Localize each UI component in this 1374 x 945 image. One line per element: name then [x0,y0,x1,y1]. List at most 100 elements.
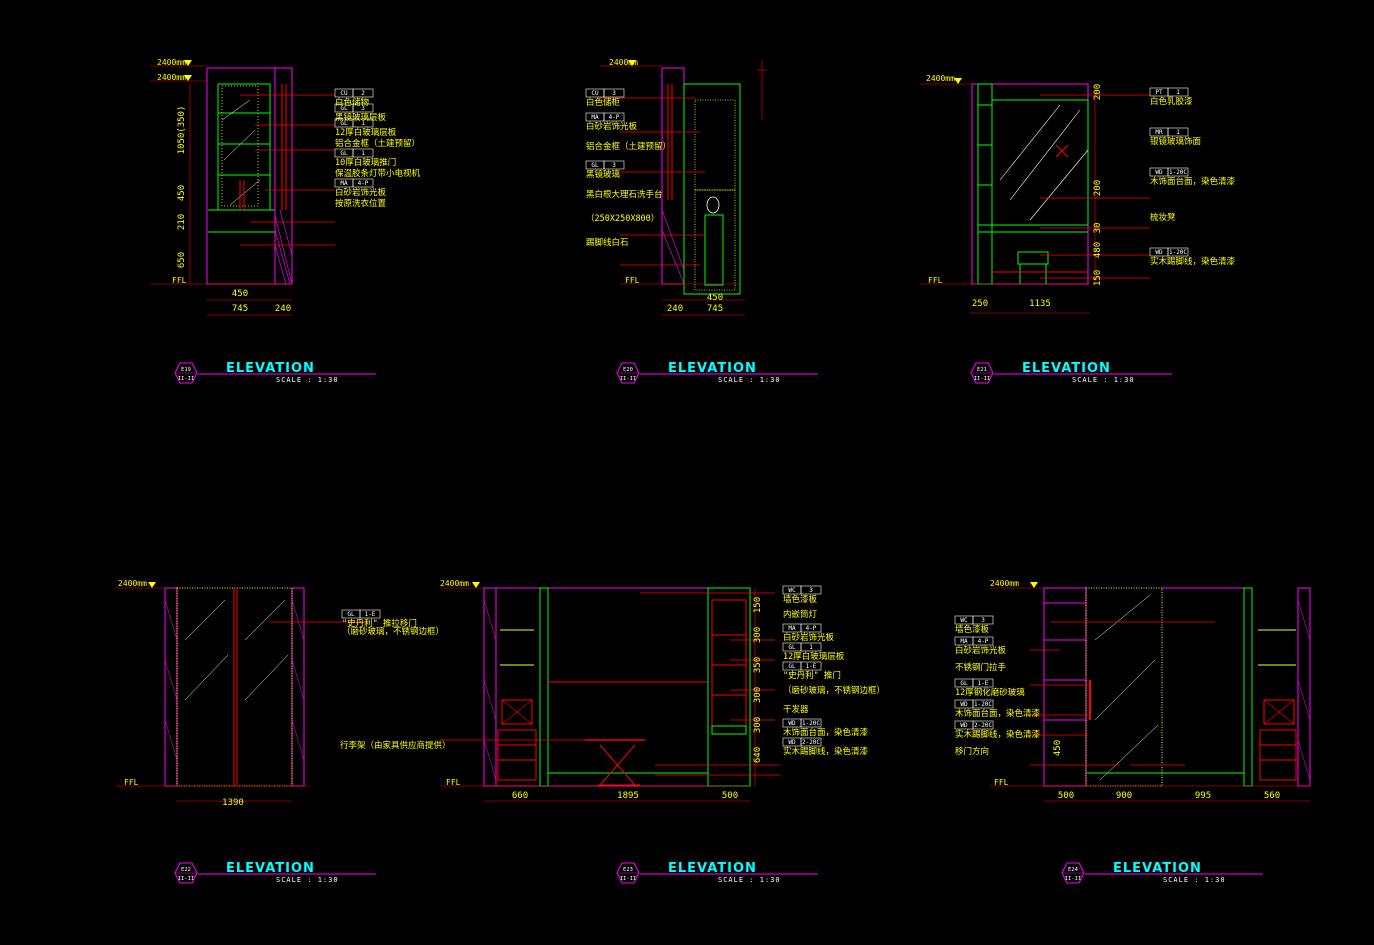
scale-label: SCALE : 1:30 [276,376,339,384]
scale-label: SCALE : 1:30 [718,376,781,384]
drawing-tag-id: E21 [977,367,987,373]
dimension-label: 210 [177,214,187,230]
note-tag: GL [960,680,968,687]
drawing-tag-id: E20 [623,367,633,373]
dimension-label: 200 [1093,84,1103,100]
ffl-marker: FFL [124,778,139,787]
note-text: 实木踢脚线，染色清漆 [955,729,1041,740]
note-code-box [800,623,822,633]
drawing-tag-sheet: II-II [620,376,637,382]
note-code: 4-P [358,180,369,187]
dimension-label: 500 [1058,791,1074,801]
dimension-label: 200 [1093,180,1103,196]
note-text: （磨砂玻璃，不锈钢边框） [783,685,885,696]
note-text: 12厚白玻璃层板 [335,127,397,138]
note-code-box [972,720,994,730]
note-code: 1-E [806,663,817,670]
note-code-box [800,737,822,747]
note-code-box [352,178,374,188]
note-tag: WD [788,739,796,746]
dimension-label: 250 [972,299,988,309]
ffl-marker: FFL [928,276,943,285]
note-text: 木饰面台面，染色清漆 [1150,176,1236,187]
drawing-tag-circle [616,362,640,384]
note-tag: WC [960,617,968,624]
drawing-tag-sheet: II-II [178,876,195,882]
dimension-label: 1390 [222,798,244,808]
dimension-label: 240 [667,304,683,314]
note-tag: GL [340,120,348,127]
drawing-tag-circle [1061,862,1085,884]
dimension-label: 240 [275,304,291,314]
drawing-tag-circle [174,362,198,384]
dimension-label: 640 [753,747,763,763]
note-tag: MA [340,180,348,187]
dimension-label: 1895 [617,791,639,801]
dimension-label: 300 [753,687,763,703]
note-text: "史丹利" 推门 [783,670,841,681]
note-tag: GL [340,150,348,157]
note-code-box [972,678,994,688]
note-tag: MA [788,625,796,632]
note-text: 白砂岩饰光板 [586,121,638,132]
dimension-label: 480 [1093,242,1103,258]
note-text: 踢脚线白石 [586,237,629,248]
level-marker: 2400mm [440,579,469,588]
note-code: 2-20C [802,739,820,746]
scale-label: SCALE : 1:30 [1163,876,1226,884]
dimension-label: 450 [1053,740,1063,756]
note-tag: GL [340,105,348,112]
note-text: （磨砂玻璃，不锈钢边框） [342,626,444,637]
dimension-label: 560 [1264,791,1280,801]
note-code: 1 [809,644,813,651]
dimension-label: 350 [753,657,763,673]
note-text: 铝合金框（土建预留） [586,141,671,152]
note-tag: GL [788,663,796,670]
note-text: 行李架（由家具供应商提供） [340,740,451,751]
note-text: 不锈钢门拉手 [955,662,1007,673]
note-code-box [352,118,374,128]
note-code-box [352,148,374,158]
note-text: 墙色漆板 [955,624,990,635]
note-code-box [1167,87,1189,97]
elevation-e24 [990,582,1311,802]
note-code: 4-P [806,625,817,632]
note-text: 移门方向 [955,746,989,757]
note-code: 1 [361,120,365,127]
note-tag: WD [1155,169,1163,176]
note-code-box [1167,127,1189,137]
level-marker: 2400mm [990,579,1019,588]
level-marker: 2400mm [157,73,186,82]
note-tag: PT [1155,89,1163,96]
elevation-title: ELEVATION [1022,361,1111,376]
dimension-label: 300 [753,717,763,733]
note-code: 1 [361,150,365,157]
note-code-box [1167,247,1189,257]
note-tag: MA [591,114,599,121]
note-text: 白砂岩饰光板 [955,645,1007,656]
note-text: 实木踢脚线，染色清漆 [783,746,869,757]
note-text: 12厚钢化磨砂玻璃 [955,687,1025,698]
elevation-e21 [920,78,1150,314]
note-text: 12厚白玻璃层板 [783,651,845,662]
scale-label: SCALE : 1:30 [276,876,339,884]
note-code-box [603,112,625,122]
note-tag: WD [960,701,968,708]
note-code: 1-E [365,611,376,618]
note-text: 铝合金框（土建预留） [335,138,420,149]
drawing-tag-sheet: II-II [1065,876,1082,882]
dimension-label: 1135 [1029,299,1051,309]
drawing-tag-id: E23 [623,867,633,873]
note-text: 白色储柜 [586,97,621,108]
note-text: 墙色漆板 [783,594,818,605]
dimension-label: 745 [707,304,723,314]
note-code-box [800,718,822,728]
note-code: 1-20C [1169,169,1187,176]
ffl-marker: FFL [172,276,187,285]
note-code: 3 [361,105,365,112]
ffl-marker: FFL [994,778,1009,787]
note-code: 1-20C [1169,249,1187,256]
note-code-box [352,103,374,113]
note-text: 黑镜玻璃 [586,169,621,180]
